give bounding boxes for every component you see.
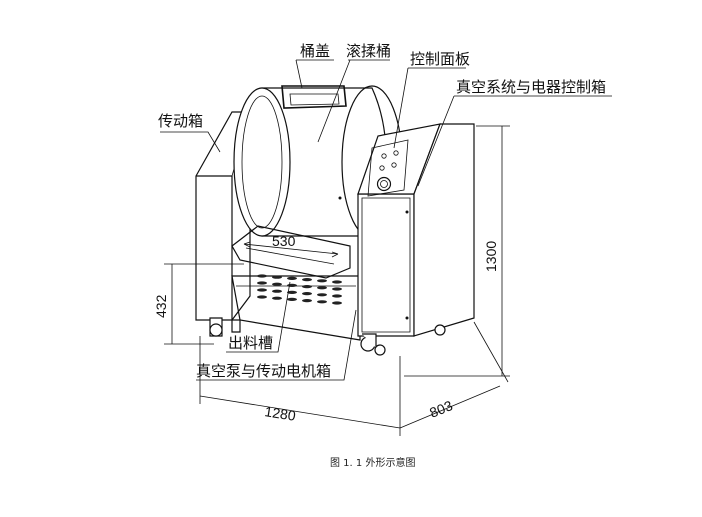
vent-slot	[302, 278, 312, 282]
dim-chute-height: 432	[153, 294, 169, 318]
vent-slot	[302, 292, 312, 296]
vent-slot	[317, 279, 327, 283]
figure-caption: 图 1. 1 外形示意图	[330, 456, 415, 469]
dim-chute-width: 530	[272, 233, 296, 249]
vent-slot	[287, 283, 297, 287]
label-drum: 滚揉桶	[346, 42, 391, 60]
dim-height: 1300	[483, 241, 499, 272]
vent-slot	[302, 299, 312, 303]
dim-width: 1280	[264, 403, 297, 424]
vent-slot	[272, 282, 282, 286]
label-discharge-chute: 出料槽	[228, 334, 273, 352]
main-switch-icon	[376, 176, 392, 192]
vent-slot	[287, 297, 297, 301]
vent-slot	[332, 301, 342, 305]
vent-slot	[317, 286, 327, 290]
label-control-panel: 控制面板	[410, 50, 470, 68]
discharge-chute	[231, 225, 351, 279]
vent-slot	[257, 295, 267, 299]
vent-slot	[272, 296, 282, 300]
vent-slot	[317, 300, 327, 304]
leader-lines	[160, 59, 612, 381]
vent-slot	[257, 274, 267, 278]
vent-slot	[302, 285, 312, 289]
casters	[209, 317, 446, 356]
transmission-box	[195, 111, 251, 321]
drum-lid	[281, 85, 347, 109]
vent-slot	[272, 275, 282, 279]
label-transmission-box: 传动箱	[158, 112, 203, 130]
label-pump-motor-box: 真空泵与传动电机箱	[196, 362, 331, 380]
control-cabinet	[357, 123, 475, 337]
label-lid: 桶盖	[300, 42, 330, 60]
vent-slot	[257, 288, 267, 292]
vent-slots	[257, 274, 342, 305]
vent-slot	[287, 290, 297, 294]
dim-depth: 803	[427, 397, 455, 421]
control-panel	[367, 139, 409, 197]
dimension-lines	[164, 125, 510, 436]
vent-slot	[332, 280, 342, 284]
label-vacuum-box: 真空系统与电器控制箱	[456, 78, 606, 96]
vent-slot	[257, 281, 267, 285]
vent-slot	[332, 287, 342, 291]
vent-slot	[317, 293, 327, 297]
vent-slot	[332, 294, 342, 298]
vent-slot	[272, 289, 282, 293]
vent-slot	[287, 276, 297, 280]
